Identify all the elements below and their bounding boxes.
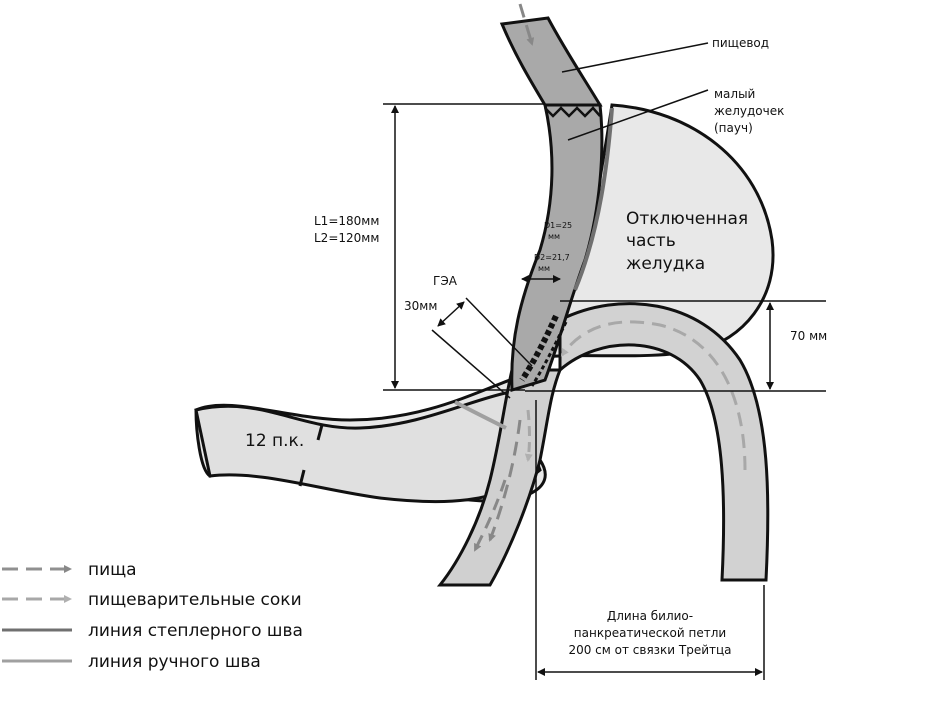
legend: пища пищеварительные соки линия степлерн…: [2, 560, 303, 672]
leader-pouch: [567, 89, 709, 141]
duodenum-mark-2: [298, 469, 306, 487]
food-arrow-down: [488, 419, 522, 542]
anastomosis-suture: [519, 314, 559, 382]
label-d2: D2=21,7: [534, 253, 570, 262]
legend-label-food: пища: [88, 560, 137, 580]
label-70mm: 70 мм: [790, 329, 827, 343]
food-arrow-top: [518, 3, 535, 46]
juice-arrow-loop: [560, 320, 747, 471]
label-bp-line2: панкреатической петли: [574, 626, 726, 640]
label-excluded-3: желудка: [626, 254, 705, 274]
duodenum: [194, 390, 542, 504]
biliopancreatic-loop: [558, 302, 770, 582]
label-bp-line3: 200 см от связки Трейтца: [568, 643, 731, 657]
label-pouch-1: малый: [714, 87, 755, 101]
legend-label-juices: пищеварительные соки: [88, 590, 302, 610]
label-gea-size: 30мм: [404, 299, 437, 313]
gastric-pouch: [510, 103, 604, 392]
food-arrow-down-2: [473, 479, 507, 552]
juice-arrow-join: [524, 409, 533, 462]
label-esophagus: пищевод: [712, 36, 769, 50]
label-excluded-2: часть: [626, 231, 676, 251]
label-pouch-3: (пауч): [714, 121, 753, 135]
esophagus: [499, 16, 603, 107]
label-duodenum: 12 п.к.: [245, 431, 304, 451]
duodenum-mark-1: [316, 424, 324, 441]
stapler-line-edge: [573, 107, 614, 291]
label-d2-unit: мм: [538, 264, 550, 273]
leader-esophagus: [561, 42, 709, 73]
label-pouch-2: желудочек: [714, 104, 784, 118]
label-d1: D1=25: [544, 221, 572, 230]
dim-gea-ext-1: [465, 297, 533, 367]
label-d1-unit: мм: [548, 232, 560, 241]
label-l2: L2=120мм: [314, 231, 379, 245]
stapler-line-top: [544, 106, 601, 118]
label-bp-line1: Длина билио-: [607, 609, 693, 623]
label-gea: ГЭА: [433, 274, 458, 288]
hand-suture-line: [454, 400, 507, 430]
dim-gea-ext-2: [431, 329, 511, 399]
legend-label-stapler: линия степлерного шва: [88, 621, 303, 641]
dim-gea-line: [437, 301, 465, 327]
label-l1: L1=180мм: [314, 214, 379, 228]
label-excluded-1: Отключенная: [626, 209, 748, 229]
alimentary-limb: [436, 368, 563, 587]
legend-label-hand: линия ручного шва: [88, 652, 261, 672]
anastomosis-suture-2: [530, 321, 568, 387]
